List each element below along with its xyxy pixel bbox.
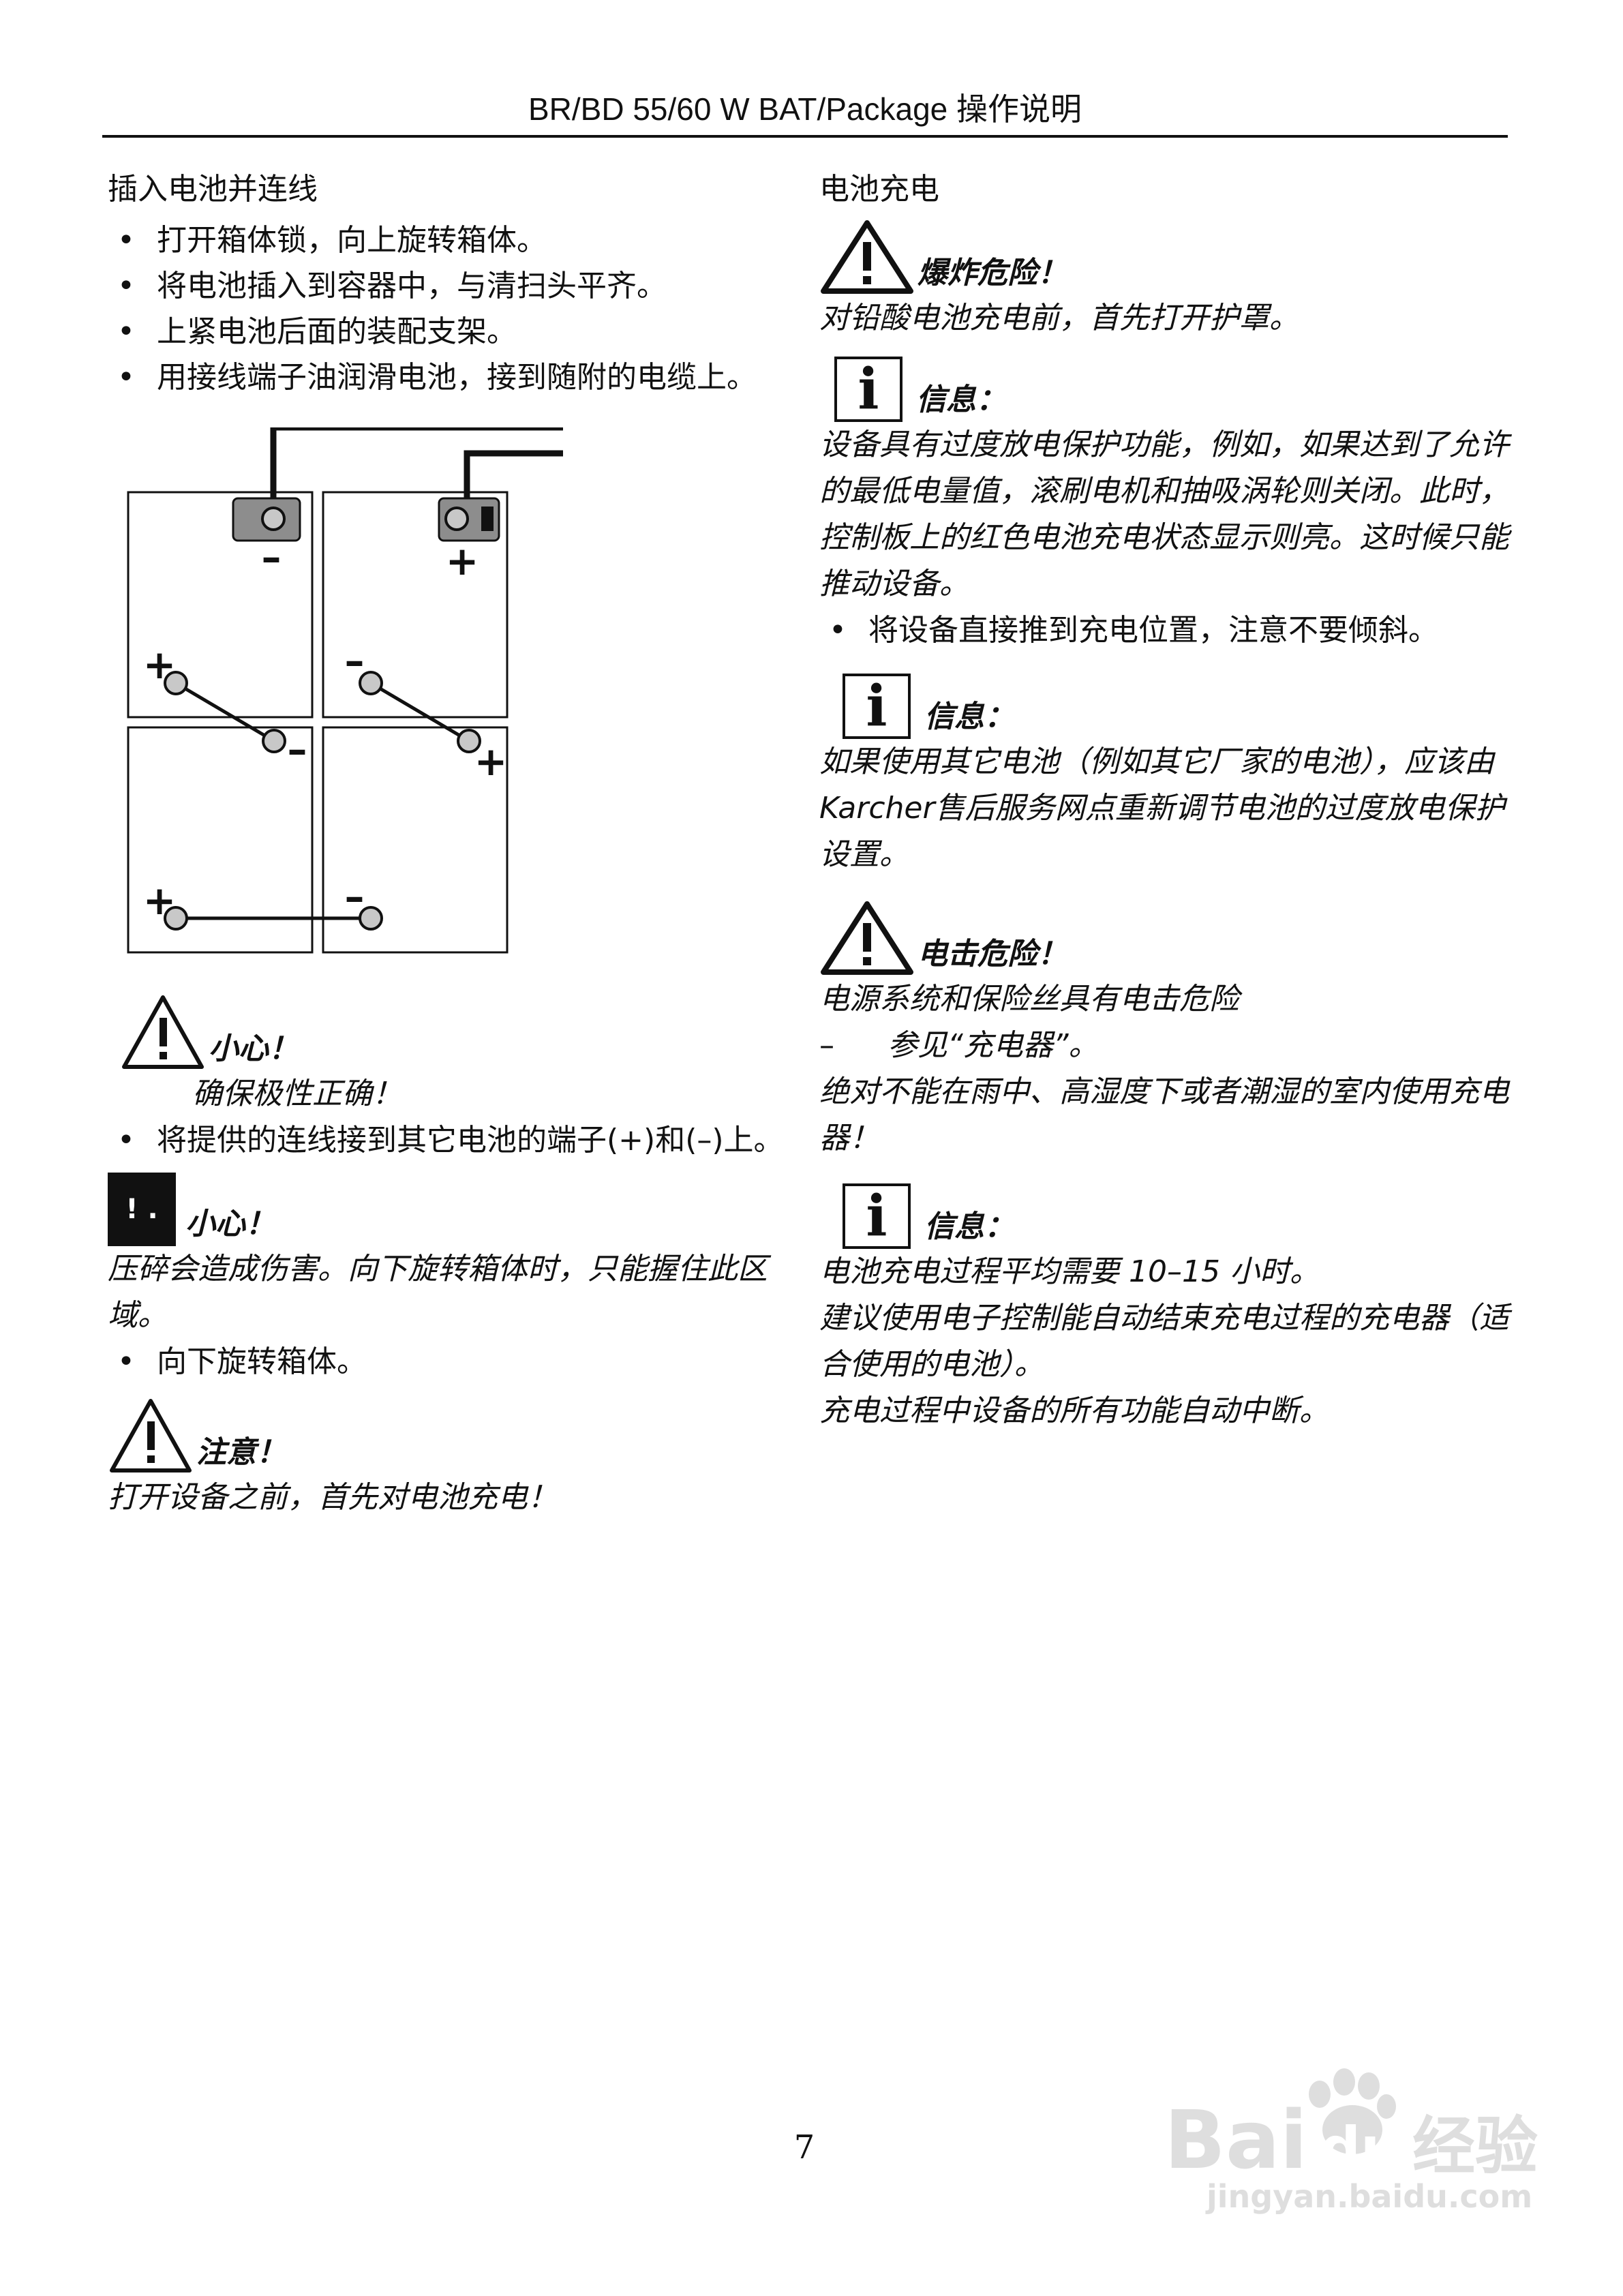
caution-label: 小心！ (185, 1207, 275, 1241)
page-number: 7 (793, 2128, 815, 2166)
electric-text: 电源系统和保险丝具有电击危险 (819, 982, 1239, 1016)
warning-explosion: 爆炸危险！ (819, 219, 1515, 295)
warning-electric: 电击危险！ (819, 900, 1515, 976)
warning-triangle-icon (110, 1399, 192, 1472)
battery-cell (127, 726, 314, 954)
info-icon: i (834, 357, 902, 422)
info-icon: i (843, 674, 911, 739)
push-steps-list: 将设备直接推到充电位置，注意不要倾斜。 (819, 607, 1515, 653)
list-item: 用接线端子油润滑电池，接到随附的电缆上。 (108, 354, 789, 400)
list-item: 将设备直接推到充电位置，注意不要倾斜。 (819, 607, 1515, 653)
info-label: 信息： (924, 699, 1014, 734)
battery-cell (127, 491, 314, 719)
warning-triangle-icon (122, 995, 204, 1069)
battery-cell (322, 726, 509, 954)
battery-terminal (457, 729, 481, 753)
header-rule (102, 135, 1508, 138)
terminal-sign: + (474, 738, 508, 785)
battery-terminal (164, 671, 188, 695)
caution-polarity: 小心！ (120, 993, 789, 1071)
cable-positive (464, 450, 563, 516)
electric-label: 电击危险！ (917, 937, 1067, 971)
crush-hazard-icon: ! . (108, 1173, 176, 1246)
caution-crush: ! . 小心！ (108, 1173, 789, 1246)
terminal-sign: – (288, 726, 307, 772)
left-column: 插入电池并连线 打开箱体锁，向上旋转箱体。 将电池插入到容器中，与清扫头平齐。 … (108, 167, 789, 1521)
cable-negative (270, 427, 563, 516)
battery-terminal (261, 507, 286, 531)
info-charging-time: i 信息： (843, 1183, 1515, 1249)
watermark-brand: Bai (1164, 2093, 1307, 2187)
page-header: BR/BD 55/60 W BAT/Package 操作说明 (528, 91, 1082, 127)
list-item: 将电池插入到容器中，与清扫头平齐。 (108, 263, 789, 309)
right-column: 电池充电 爆炸危险！ 对铅酸电池充电前，首先打开护罩。 i 信息： 设备具有过度… (819, 167, 1515, 1434)
info-charging-text: 电池充电过程平均需要 10–15 小时。 (819, 1254, 1320, 1289)
info-label: 信息： (916, 382, 1006, 417)
battery-cell (322, 491, 509, 719)
baidu-watermark: Bai du 经验 jingyan.baidu.com (1164, 2068, 1538, 2215)
caution-label: 小心！ (209, 1031, 299, 1066)
list-item: 向下旋转箱体。 (108, 1339, 789, 1385)
list-item: 将提供的连线接到其它电池的端子(+)和(–)上。 (108, 1117, 789, 1163)
battery-terminal (164, 906, 188, 931)
battery-terminal (359, 671, 383, 695)
list-item: 上紧电池后面的装配支架。 (108, 309, 789, 354)
explosion-label: 爆炸危险！ (917, 256, 1067, 290)
watermark-brand-du: du (1320, 2115, 1401, 2181)
terminal-sign: + (446, 538, 479, 584)
battery-terminal (262, 729, 286, 753)
info-charging-text: 建议使用电子控制能自动结束充电过程的充电器（适合使用的电池）。 (819, 1301, 1509, 1382)
warning-triangle-icon (821, 901, 913, 975)
terminal-sign: – (262, 534, 282, 580)
info-overdischarge: i 信息： (834, 357, 1515, 422)
terminal-clamp (481, 507, 494, 531)
section-title-insert-battery: 插入电池并连线 (108, 172, 318, 207)
rotate-steps-list: 向下旋转箱体。 (108, 1339, 789, 1385)
info-charging-text: 充电过程中设备的所有功能自动中断。 (819, 1393, 1329, 1428)
note-charge-first: 注意！ (108, 1397, 789, 1475)
info-other-battery-text: 如果使用其它电池（例如其它厂家的电池），应该由 Karcher售后服务网点重新调… (819, 744, 1505, 872)
watermark-url: jingyan.baidu.com (1205, 2178, 1532, 2215)
info-label: 信息： (924, 1209, 1014, 1244)
terminal-sign: – (345, 873, 365, 920)
explosion-text: 对铅酸电池充电前，首先打开护罩。 (819, 301, 1299, 335)
terminal-sign: + (143, 877, 177, 924)
paw-icon (1309, 2068, 1396, 2154)
insert-steps-list: 打开箱体锁，向上旋转箱体。 将电池插入到容器中，与清扫头平齐。 上紧电池后面的装… (108, 217, 789, 400)
connector-wire (175, 681, 275, 743)
note-label: 注意！ (196, 1435, 286, 1470)
watermark-cn: 经验 (1412, 2110, 1538, 2183)
caution-crush-text: 压碎会造成伤害。向下旋转箱体时，只能握住此区域。 (108, 1252, 768, 1333)
list-item: 打开箱体锁，向上旋转箱体。 (108, 217, 789, 263)
info-icon: i (843, 1183, 911, 1249)
info-overdischarge-text: 设备具有过度放电保护功能，例如，如果达到了允许的最低电量值，滚刷电机和抽吸涡轮则… (819, 427, 1509, 601)
terminal-sign: + (143, 641, 177, 688)
connect-steps-list: 将提供的连线接到其它电池的端子(+)和(–)上。 (108, 1117, 789, 1163)
section-title-charging: 电池充电 (819, 172, 939, 207)
battery-wiring-diagram: – + + – – + + – (127, 427, 563, 954)
electric-text: 绝对不能在雨中、高湿度下或者潮湿的室内使用充电器！ (819, 1074, 1509, 1155)
dash-item: 参见“充电器”。 (819, 1023, 1515, 1069)
info-other-battery: i 信息： (843, 674, 1515, 739)
terminal-sign: – (345, 637, 365, 684)
note-text: 打开设备之前，首先对电池充电！ (108, 1480, 558, 1515)
caution-polarity-text: 确保极性正确！ (192, 1076, 402, 1111)
battery-terminal (444, 507, 469, 531)
connector-wire (369, 681, 470, 743)
warning-triangle-icon (821, 220, 913, 294)
battery-terminal (359, 906, 383, 931)
